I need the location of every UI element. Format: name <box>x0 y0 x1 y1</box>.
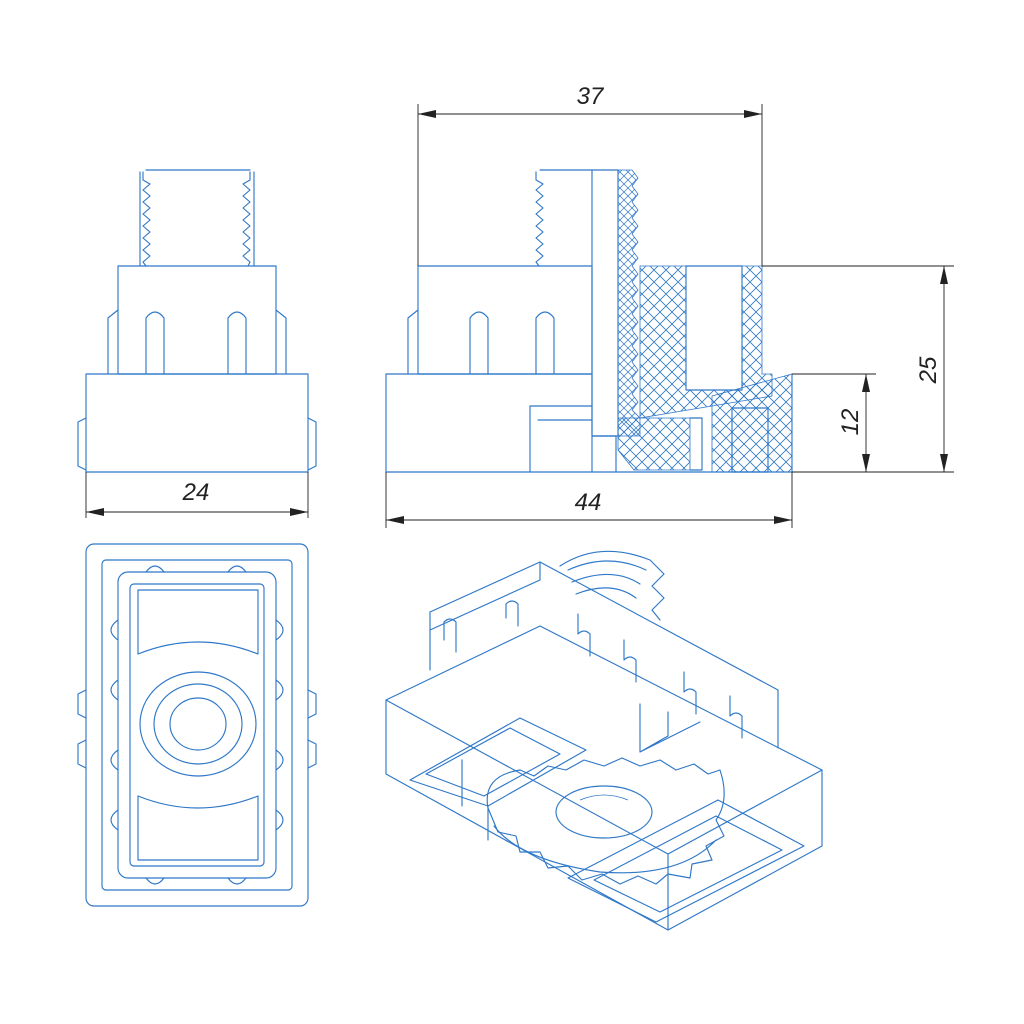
side-section-view <box>385 169 793 473</box>
top-window-upper <box>137 589 259 655</box>
dimension-24: 24 <box>85 472 309 518</box>
section-thread-hatch <box>617 169 641 437</box>
top-rim <box>101 559 293 891</box>
top-inner <box>129 583 265 867</box>
dimension-37-label: 37 <box>577 83 605 110</box>
isometric-view <box>385 550 823 931</box>
dimension-24-label: 24 <box>182 479 210 506</box>
iso-base <box>385 625 823 931</box>
front-base-tabs <box>77 417 317 471</box>
section-outline <box>591 373 793 473</box>
dimensions: 37 24 44 25 12 <box>85 83 954 528</box>
side-base-inner <box>529 405 617 473</box>
side-base <box>385 373 593 473</box>
dimension-44: 44 <box>385 472 793 528</box>
dimension-37: 37 <box>417 83 763 266</box>
iso-notch <box>639 703 701 753</box>
iso-upper-block <box>429 561 779 749</box>
side-upper-block <box>417 265 593 375</box>
side-slots <box>469 311 555 375</box>
iso-wheel <box>486 757 725 885</box>
dimension-12-label: 12 <box>837 409 864 436</box>
section-base-hatch <box>711 373 793 473</box>
dimension-12: 12 <box>792 373 876 472</box>
section-shaft <box>591 169 619 437</box>
front-side-ribs <box>107 309 287 375</box>
front-thread <box>139 169 255 267</box>
front-upper-block <box>117 265 277 375</box>
top-view <box>77 543 317 907</box>
iso-right-cavity <box>567 799 805 923</box>
top-window-lower <box>137 795 259 861</box>
front-view <box>77 169 317 473</box>
iso-wheel-rim <box>493 825 717 874</box>
section-nut-hatch <box>617 417 691 471</box>
front-base <box>85 373 309 473</box>
iso-upper-slots <box>443 600 743 739</box>
top-frame <box>117 571 277 879</box>
dimension-25: 25 <box>762 265 954 473</box>
top-outer <box>85 543 309 907</box>
section-cavity <box>685 265 743 391</box>
top-hole <box>169 697 227 751</box>
iso-front-cavity <box>409 717 587 841</box>
side-rib <box>407 309 419 375</box>
side-thread <box>535 169 593 267</box>
iso-thread <box>559 550 665 621</box>
dimension-44-label: 44 <box>575 489 602 516</box>
iso-wheel-hole <box>555 785 653 839</box>
section-nut-edge <box>689 417 703 471</box>
dimension-25-label: 25 <box>915 356 942 384</box>
front-slots <box>145 311 247 375</box>
top-outer-ring <box>139 671 257 777</box>
iso-hole-edge <box>579 794 629 801</box>
top-side-bumps <box>77 565 317 885</box>
top-mid-ring <box>153 683 243 765</box>
